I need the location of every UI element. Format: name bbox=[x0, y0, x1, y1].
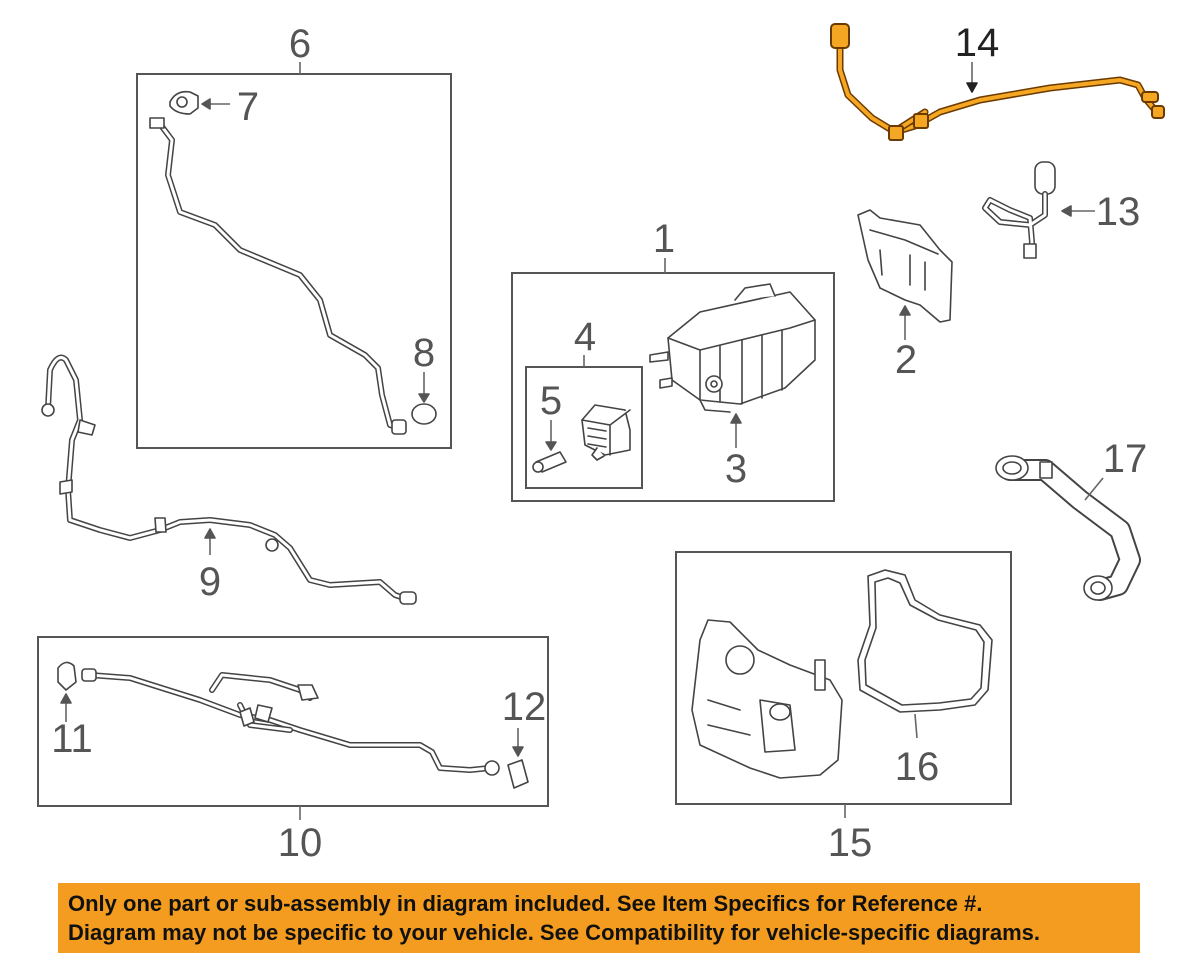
callout-4: 4 bbox=[574, 315, 596, 359]
callout-10: 10 bbox=[278, 821, 323, 865]
sensor-harness-14 bbox=[830, 23, 1165, 141]
callout-15: 15 bbox=[828, 821, 873, 865]
callout-9: 9 bbox=[199, 560, 221, 604]
callout-3: 3 bbox=[725, 447, 747, 491]
vapor-tube-9 bbox=[41, 354, 417, 605]
group-box-6 bbox=[136, 73, 452, 449]
callout-13: 13 bbox=[1096, 190, 1141, 234]
filter-4 bbox=[581, 404, 631, 461]
callout-2: 2 bbox=[895, 338, 917, 382]
clip-12 bbox=[507, 728, 529, 789]
clip-11 bbox=[57, 661, 77, 722]
connector-7 bbox=[169, 90, 230, 115]
callout-8: 8 bbox=[413, 331, 435, 375]
callout-12: 12 bbox=[502, 685, 547, 729]
group-box-10 bbox=[37, 636, 549, 807]
housing-15 bbox=[691, 619, 843, 779]
disclaimer-line-2: Diagram may not be specific to your vehi… bbox=[68, 920, 1040, 945]
gasket-16 bbox=[857, 569, 993, 713]
canister-3 bbox=[649, 283, 816, 413]
callout-11: 11 bbox=[51, 717, 93, 761]
shield-2 bbox=[857, 209, 953, 323]
callout-5: 5 bbox=[540, 379, 562, 423]
disclaimer-banner: Only one part or sub-assembly in diagram… bbox=[58, 883, 1140, 953]
callout-6: 6 bbox=[289, 22, 311, 66]
callout-16: 16 bbox=[895, 745, 940, 789]
valve-5 bbox=[532, 420, 567, 473]
group-box-1 bbox=[511, 272, 835, 502]
group-box-15 bbox=[675, 551, 1012, 805]
vapor-tube-10 bbox=[81, 668, 500, 776]
vapor-tube-6 bbox=[149, 117, 407, 435]
callout-7: 7 bbox=[237, 85, 259, 129]
sensor-13 bbox=[982, 161, 1056, 259]
callout-17: 17 bbox=[1103, 437, 1148, 481]
hose-17 bbox=[995, 455, 1141, 601]
callout-1: 1 bbox=[653, 217, 675, 261]
cap-8 bbox=[411, 372, 437, 425]
callout-14: 14 bbox=[955, 21, 1000, 65]
disclaimer-line-1: Only one part or sub-assembly in diagram… bbox=[68, 891, 983, 916]
